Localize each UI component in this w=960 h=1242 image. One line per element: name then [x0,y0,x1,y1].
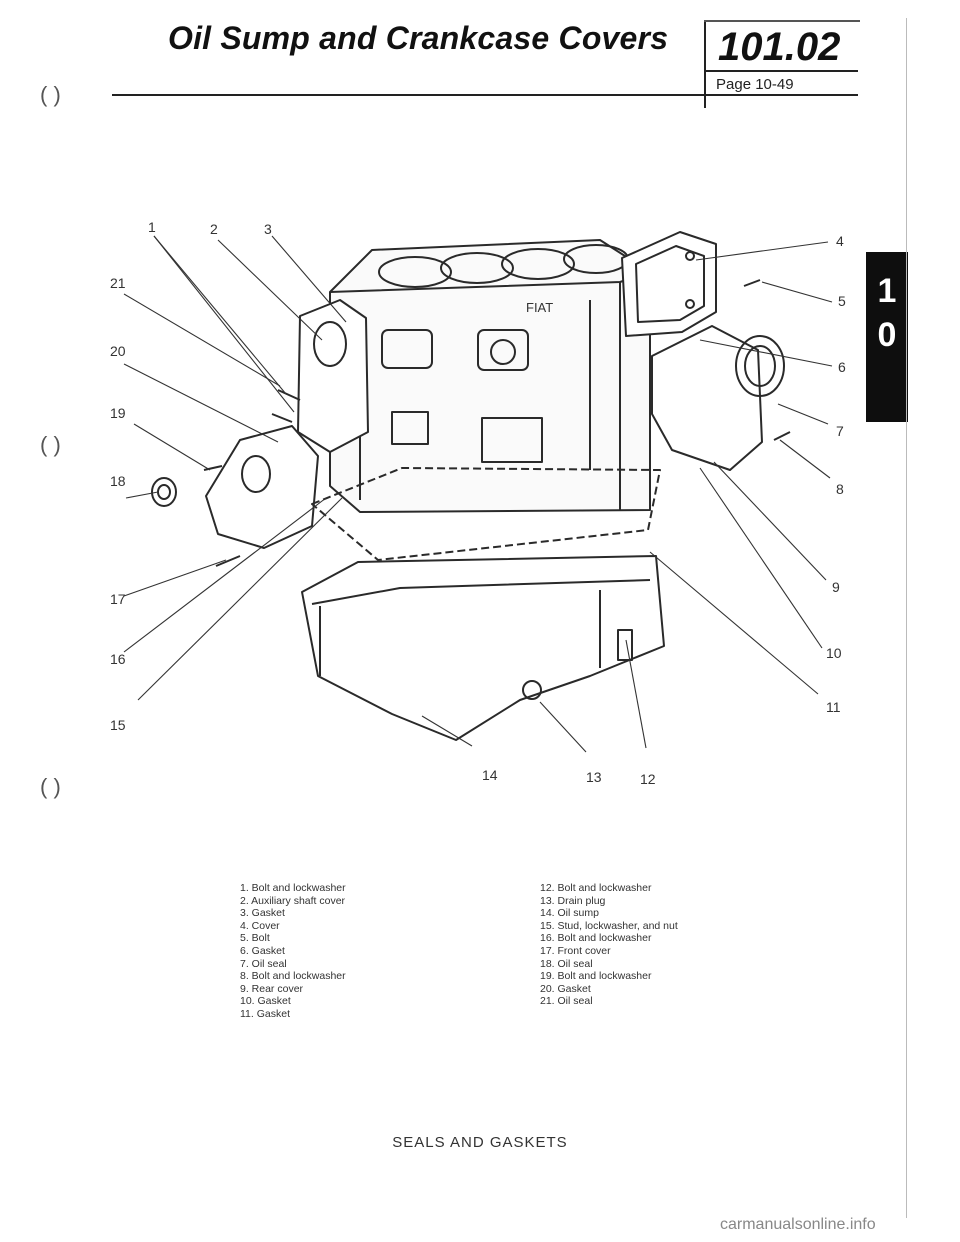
callout-18: 18 [110,473,126,489]
legend-item: 2. Auxiliary shaft cover [240,894,346,907]
oil-sump [301,555,665,741]
section-tab: 1 0 [866,252,908,422]
callout-1: 1 [148,219,156,235]
block-brand-text: FIAT [526,300,553,315]
legend-item: 12. Bolt and lockwasher [540,882,652,894]
callout-numbers: 1 2 3 4 5 6 7 8 9 10 11 12 13 14 15 16 1… [110,219,846,787]
binder-hole-mark: ( ) [40,432,61,457]
callout-17: 17 [110,591,126,607]
callout-4: 4 [836,233,844,249]
callout-12: 12 [640,771,656,787]
callout-14: 14 [482,767,498,783]
legend-item: 11. Gasket [240,1007,290,1020]
drain-plug [522,680,542,700]
page-title: Oil Sump and Crankcase Covers [168,20,669,56]
binder-hole-mark: ( ) [40,82,61,107]
legend-item: 7. Oil seal [240,957,287,970]
section-number: 101.02 [718,25,841,69]
exploded-engine-diagram: FIAT [110,219,846,787]
page-edge-line [906,18,907,1218]
callout-9: 9 [832,579,840,595]
parts-legend-left: 1. Bolt and lockwasher 2. Auxiliary shaf… [240,882,346,1021]
site-watermark: carmanualsonline.info [720,1216,876,1233]
callout-19: 19 [110,405,126,421]
header-box-top-rule [704,20,860,22]
callout-16: 16 [110,651,126,667]
sump-gasket [311,467,661,561]
legend-item: 17. Front cover [540,944,611,957]
legend-item: 14. Oil sump [540,907,599,920]
callout-8: 8 [836,481,844,497]
legend-item: 9. Rear cover [240,982,304,995]
legend-item: 15. Stud, lockwasher, and nut [540,919,678,932]
section-tab-digit: 0 [877,316,897,354]
callout-2: 2 [210,221,218,237]
callout-11: 11 [826,699,841,715]
figure-caption: SEALS AND GASKETS [392,1134,568,1151]
callout-7: 7 [836,423,844,439]
rear-seal-housing [651,325,785,471]
header-box-divider [704,20,706,108]
section-tab-digit: 1 [877,272,897,310]
callout-20: 20 [110,343,126,359]
legend-item: 5. Bolt [240,932,270,945]
callout-21: 21 [110,275,126,291]
header-rule [112,94,858,96]
parts-legend-right: 12. Bolt and lockwasher 13. Drain plug 1… [540,882,678,1008]
legend-item: 6. Gasket [240,944,285,957]
oil-seal-18 [151,477,177,507]
legend-item: 19. Bolt and lockwasher [540,970,652,983]
legend-item: 1. Bolt and lockwasher [240,882,346,894]
legend-item: 4. Cover [240,919,280,932]
binder-hole-mark: ( ) [40,774,61,799]
legend-item: 21. Oil seal [540,995,593,1008]
legend-item: 8. Bolt and lockwasher [240,970,346,983]
header-box-mid-rule [704,70,858,72]
callout-3: 3 [264,221,272,237]
callout-5: 5 [838,293,846,309]
cylinder-block: FIAT [329,239,651,513]
legend-item: 18. Oil seal [540,957,593,970]
stud-12 [617,629,633,661]
legend-item: 3. Gasket [240,907,285,920]
callout-10: 10 [826,645,842,661]
callout-15: 15 [110,717,126,733]
auxiliary-shaft-cover [297,299,369,453]
callout-6: 6 [838,359,846,375]
front-cover [205,425,319,549]
callout-13: 13 [586,769,602,785]
leader-lines [123,235,833,753]
page-number: Page 10-49 [716,76,794,93]
rear-cover [621,231,717,337]
legend-item: 20. Gasket [540,982,591,995]
legend-item: 10. Gasket [240,995,291,1008]
legend-item: 16. Bolt and lockwasher [540,932,652,945]
legend-item: 13. Drain plug [540,894,606,907]
